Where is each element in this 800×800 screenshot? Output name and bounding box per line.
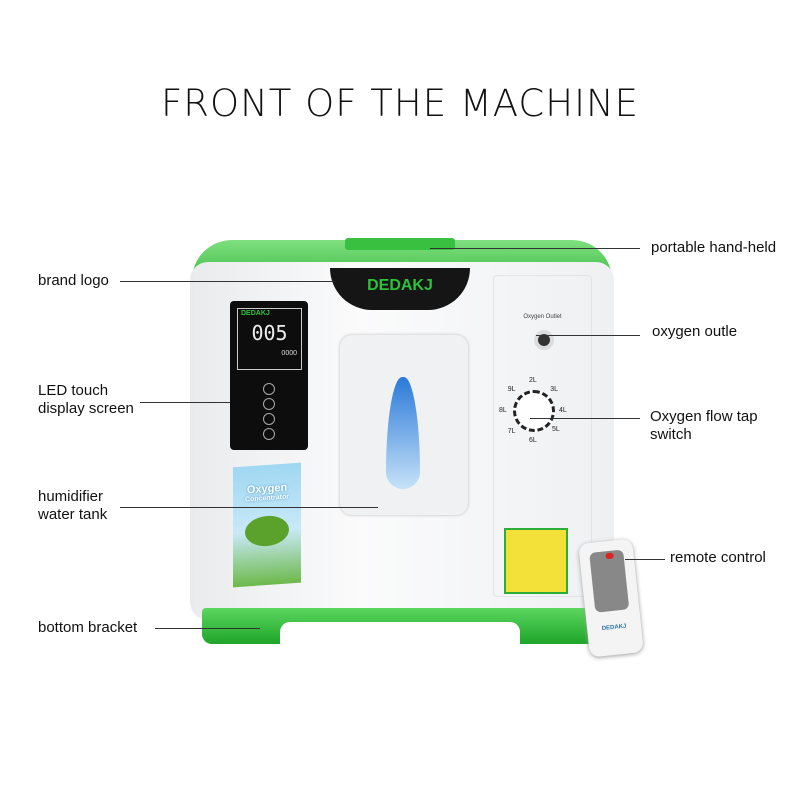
lcd-hours: 0000 — [281, 350, 297, 357]
touch-button-timer-up[interactable] — [263, 398, 275, 410]
label-water-tank-1: humidifier — [38, 488, 104, 505]
leader-line — [625, 559, 665, 560]
leader-line — [155, 628, 260, 629]
page-title: FRONT OF THE MACHINE — [160, 82, 640, 125]
dial-mark: 3L — [550, 385, 558, 393]
label-water-tank-2: water tank — [38, 506, 108, 523]
touch-button-timer-down[interactable] — [263, 413, 275, 425]
dial-mark: 6L — [529, 437, 537, 444]
leader-line — [120, 281, 335, 282]
leader-line — [536, 335, 640, 336]
leader-line — [140, 402, 230, 403]
label-oxygen-outlet: oxygen outle — [652, 323, 738, 340]
dial-mark: 7L — [507, 428, 516, 436]
outlet-caption: Oxygen Outlet — [523, 314, 562, 320]
touch-button-atomize[interactable] — [263, 428, 275, 440]
oxygen-flow-dial[interactable] — [513, 390, 555, 432]
leader-line — [120, 507, 378, 508]
tree-icon — [245, 514, 289, 548]
hand-held-handle — [345, 238, 455, 250]
oxygen-concentrator-sticker: Oxygen Concentrator — [233, 462, 301, 588]
lcd-value: 005 — [251, 321, 288, 345]
right-panel: Oxygen Outlet 2L 3L 4L 5L 6L 7L 8L 9L — [493, 275, 592, 597]
dial-mark: 4L — [559, 407, 567, 414]
label-brand-logo: brand logo — [38, 272, 109, 289]
leader-line — [530, 418, 640, 419]
water-window — [386, 377, 420, 489]
brand-logo-panel: DEDAKJ — [330, 268, 470, 310]
label-handle: portable hand-held — [651, 239, 777, 256]
dial-mark: 5L — [551, 426, 560, 434]
touch-button-power[interactable] — [263, 383, 275, 395]
label-bottom-bracket: bottom bracket — [38, 619, 138, 636]
leader-line — [430, 248, 640, 249]
dial-mark: 2L — [529, 377, 537, 384]
dial-mark: 9L — [507, 385, 516, 393]
led-display-panel[interactable]: DEDAKJ 005 0000 — [230, 301, 308, 450]
brand-logo: DEDAKJ — [367, 277, 433, 294]
label-led-display-1: LED touch — [38, 382, 109, 399]
label-remote-control: remote control — [670, 549, 766, 566]
humidifier-water-tank[interactable] — [340, 335, 468, 515]
oxygen-outlet[interactable] — [534, 330, 554, 350]
dial-mark: 8L — [499, 407, 507, 414]
lcd-brand: DEDAKJ — [241, 310, 270, 317]
yellow-tips-label — [504, 528, 568, 594]
label-led-display-2: display screen — [38, 400, 134, 417]
remote-control[interactable]: DEDAKJ — [578, 538, 644, 658]
remote-brand: DEDAKJ — [601, 623, 627, 633]
label-flow-switch: Oxygen flow tap switch — [650, 408, 758, 443]
lcd-screen: DEDAKJ 005 0000 — [237, 308, 302, 370]
